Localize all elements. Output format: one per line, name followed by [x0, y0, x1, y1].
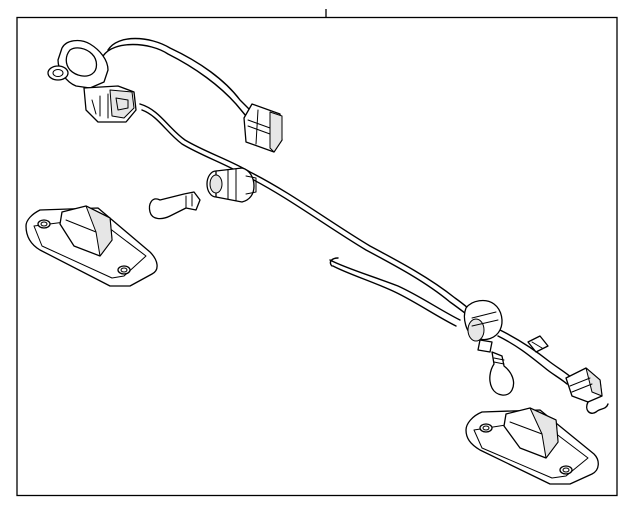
wire-harness [102, 37, 573, 385]
wire-clip [329, 257, 549, 353]
bulb-right [489, 351, 515, 396]
license-lamp-left [25, 205, 158, 287]
harness-connector-rect [243, 103, 283, 153]
bulb-left [148, 191, 201, 220]
harness-connector-main [47, 39, 137, 123]
bulb-socket-right [463, 299, 503, 353]
harness-connector-end [565, 367, 609, 414]
license-lamp-right [465, 407, 599, 485]
diagram-frame [16, 16, 618, 497]
bulb-socket-left [206, 167, 257, 203]
